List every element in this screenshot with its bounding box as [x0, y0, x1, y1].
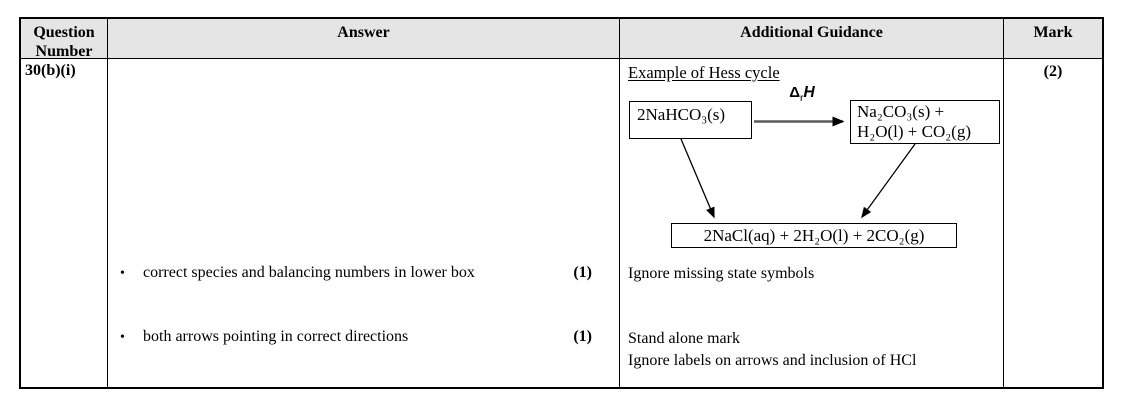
product-formula-line2: H₂O(l) + CO₂(g)	[857, 122, 971, 141]
table-header-row: Question Number Answer Additional Guidan…	[21, 19, 1102, 61]
product-box: Na₂CO₃(s) + H₂O(l) + CO₂(g)	[850, 100, 1000, 144]
bullet-icon: •	[120, 330, 125, 345]
header-question-number: Question Number	[21, 19, 108, 61]
mark-scheme-table: Question Number Answer Additional Guidan…	[19, 17, 1104, 389]
enthalpy-symbol: H	[803, 84, 815, 101]
mark-value: (2)	[1043, 63, 1063, 80]
hess-cycle-heading: Example of Hess cycle	[628, 63, 780, 82]
answer-bullet-item: • both arrows pointing in correct direct…	[120, 328, 592, 348]
answer-bullet-text: correct species and balancing numbers in…	[143, 264, 475, 281]
header-mark: Mark	[1004, 19, 1102, 61]
reactant-box: 2NaHCO₃(s)	[629, 101, 752, 139]
answer-cell: • correct species and balancing numbers …	[108, 59, 620, 387]
enthalpy-change-label: ΔrH	[760, 84, 844, 104]
question-number-cell: 30(b)(i)	[21, 59, 108, 387]
mark-cell: (2)	[1004, 59, 1102, 387]
header-answer: Answer	[108, 19, 620, 61]
guidance-note-block: Stand alone mark Ignore labels on arrows…	[628, 328, 916, 372]
header-additional-guidance: Additional Guidance	[620, 19, 1004, 61]
guidance-note: Ignore missing state symbols	[628, 265, 815, 282]
header-answer-label: Answer	[337, 24, 390, 41]
bullet-icon: •	[120, 266, 125, 281]
answer-bullet-marks: (1)	[573, 328, 592, 345]
delta-symbol: Δ	[789, 84, 801, 101]
hess-cycle-arrows	[680, 116, 916, 219]
answer-bullet-item: • correct species and balancing numbers …	[120, 264, 592, 284]
guidance-note: Ignore labels on arrows and inclusion of…	[628, 352, 917, 369]
header-question-number-label: Question Number	[33, 24, 95, 60]
intermediate-box: 2NaCl(aq) + 2H₂O(l) + 2CO₂(g)	[671, 223, 957, 248]
header-additional-guidance-label: Additional Guidance	[740, 24, 883, 41]
left-cycle-arrow-icon	[680, 138, 715, 219]
answer-bullet-marks: (1)	[573, 264, 592, 281]
delta-subscript: r	[800, 92, 804, 104]
right-cycle-arrow-icon	[861, 143, 916, 219]
additional-guidance-cell: Example of Hess cycle ΔrH 2NaHCO₃(s)	[620, 59, 1004, 387]
reactant-formula: 2NaHCO₃(s)	[637, 105, 726, 124]
answer-bullet-text: both arrows pointing in correct directio…	[143, 328, 409, 345]
header-mark-label: Mark	[1033, 24, 1073, 41]
product-formula-line1: Na₂CO₃(s) +	[857, 102, 945, 121]
table-body-row: 30(b)(i) • correct species and balancing…	[21, 59, 1102, 387]
intermediate-formula: 2NaCl(aq) + 2H₂O(l) + 2CO₂(g)	[703, 226, 925, 245]
question-number: 30(b)(i)	[25, 62, 76, 79]
guidance-note: Stand alone mark	[628, 330, 740, 347]
